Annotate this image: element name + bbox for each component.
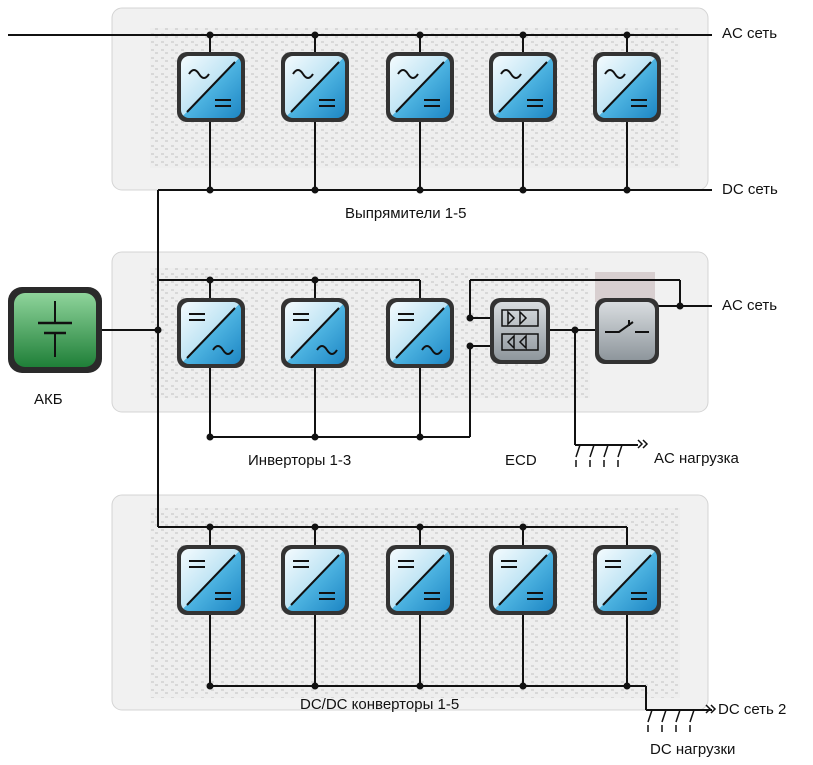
- dc-load-ticks: [647, 704, 717, 732]
- dc-loads-label: DC нагрузки: [650, 741, 736, 758]
- dcdc-5-icon: [593, 545, 661, 615]
- dcdc-4-icon: [489, 545, 557, 615]
- dc-grid-label: DC сеть: [722, 181, 778, 198]
- rectifier-3-icon: [386, 52, 454, 122]
- inverters-label: Инверторы 1-3: [248, 452, 352, 469]
- dcdc-2-icon: [281, 545, 349, 615]
- rectifier-5-icon: [593, 52, 661, 122]
- ac-load-label: AC нагрузка: [654, 450, 739, 467]
- rectifier-4-icon: [489, 52, 557, 122]
- inverter-1-icon: [177, 298, 245, 368]
- junction-dots: [154, 31, 684, 690]
- ac-grid-mid-label: AC сеть: [722, 297, 778, 314]
- rectifiers-label: Выпрямители 1-5: [345, 205, 467, 222]
- dcdc-modules: [177, 545, 661, 615]
- battery-icon: [8, 287, 102, 373]
- wiring: [8, 34, 712, 711]
- battery-label: АКБ: [34, 391, 63, 408]
- dcdc-3-icon: [386, 545, 454, 615]
- bypass-switch-icon: [595, 298, 659, 364]
- rectifier-1-icon: [177, 52, 245, 122]
- ac-load-ticks: [575, 439, 649, 467]
- rectifier-2-icon: [281, 52, 349, 122]
- inverter-2-icon: [281, 298, 349, 368]
- inverter-3-icon: [386, 298, 454, 368]
- dcdc-converters-label: DC/DC конверторы 1-5: [300, 696, 460, 713]
- ecd-icon: [490, 298, 550, 364]
- ecd-label: ECD: [505, 452, 537, 469]
- dc-grid-2-label: DC сеть 2: [718, 701, 787, 718]
- rectifier-modules: [177, 52, 661, 122]
- dcdc-1-icon: [177, 545, 245, 615]
- ac-grid-top-label: AC сеть: [722, 25, 778, 42]
- inverter-modules: [177, 298, 454, 368]
